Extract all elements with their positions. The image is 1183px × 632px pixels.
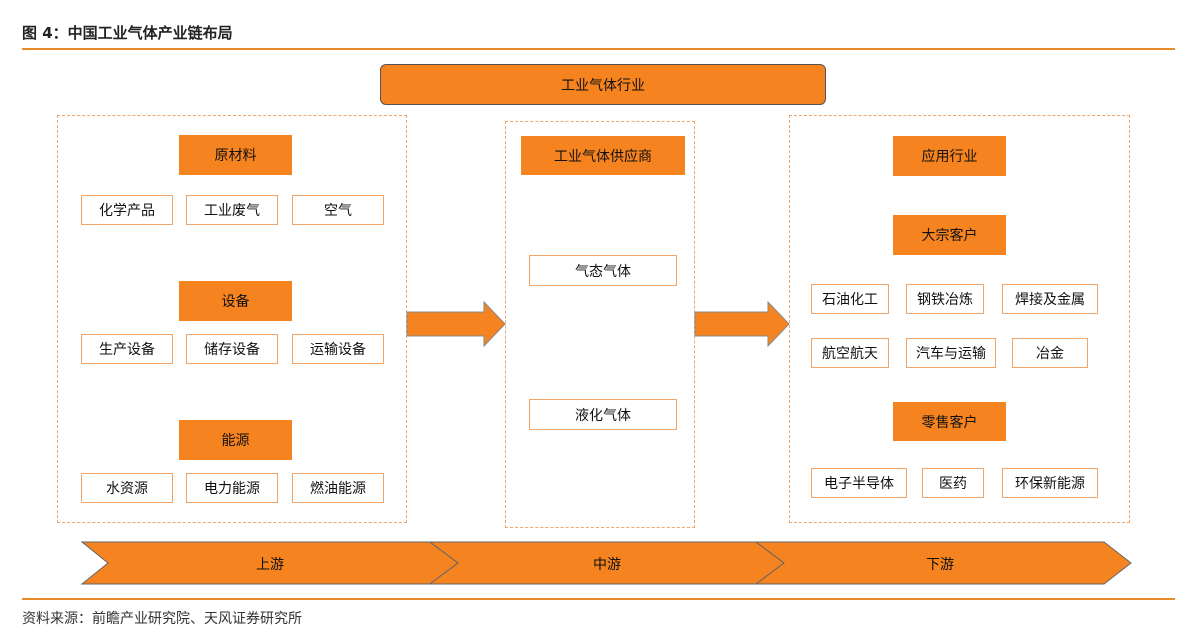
upstream-item: 空气 — [292, 195, 384, 225]
top-rule — [22, 48, 1175, 50]
downstream-header: 应用行业 — [893, 136, 1006, 176]
upstream-item: 电力能源 — [186, 473, 278, 503]
stage-label-midstream: 中游 — [593, 557, 621, 573]
midstream-header: 工业气体供应商 — [521, 136, 685, 175]
upstream-header-energy: 能源 — [179, 420, 292, 460]
downstream-item: 医药 — [922, 468, 984, 498]
midstream-item: 气态气体 — [529, 255, 677, 286]
downstream-frame — [789, 115, 1130, 523]
figure-source: 资料来源：前瞻产业研究院、天风证券研究所 — [22, 611, 302, 627]
downstream-item: 钢铁冶炼 — [906, 284, 984, 314]
arrow-midstream-to-downstream — [694, 300, 790, 348]
retail-customers-header: 零售客户 — [893, 402, 1006, 441]
downstream-item: 环保新能源 — [1002, 468, 1098, 498]
downstream-item: 石油化工 — [811, 284, 889, 314]
stage-label-downstream: 下游 — [926, 557, 954, 573]
bulk-customers-header: 大宗客户 — [893, 215, 1006, 255]
upstream-item: 储存设备 — [186, 334, 278, 364]
downstream-item: 焊接及金属 — [1002, 284, 1098, 314]
downstream-item: 航空航天 — [811, 338, 889, 368]
upstream-item: 运输设备 — [292, 334, 384, 364]
figure-title: 图 4：中国工业气体产业链布局 — [22, 24, 233, 42]
upstream-header-equipment: 设备 — [179, 281, 292, 321]
upstream-item: 燃油能源 — [292, 473, 384, 503]
midstream-item: 液化气体 — [529, 399, 677, 430]
downstream-item: 电子半导体 — [811, 468, 907, 498]
downstream-item: 汽车与运输 — [906, 338, 996, 368]
arrow-upstream-to-midstream — [406, 300, 506, 348]
stage-chevron-downstream — [754, 541, 1132, 585]
upstream-item: 化学产品 — [81, 195, 173, 225]
downstream-item: 冶金 — [1012, 338, 1088, 368]
upstream-item: 工业废气 — [186, 195, 278, 225]
bottom-rule — [22, 598, 1175, 600]
stage-label-upstream: 上游 — [256, 557, 284, 573]
upstream-item: 生产设备 — [81, 334, 173, 364]
upstream-header-raw-materials: 原材料 — [179, 135, 292, 175]
upstream-item: 水资源 — [81, 473, 173, 503]
industry-banner: 工业气体行业 — [380, 64, 826, 105]
